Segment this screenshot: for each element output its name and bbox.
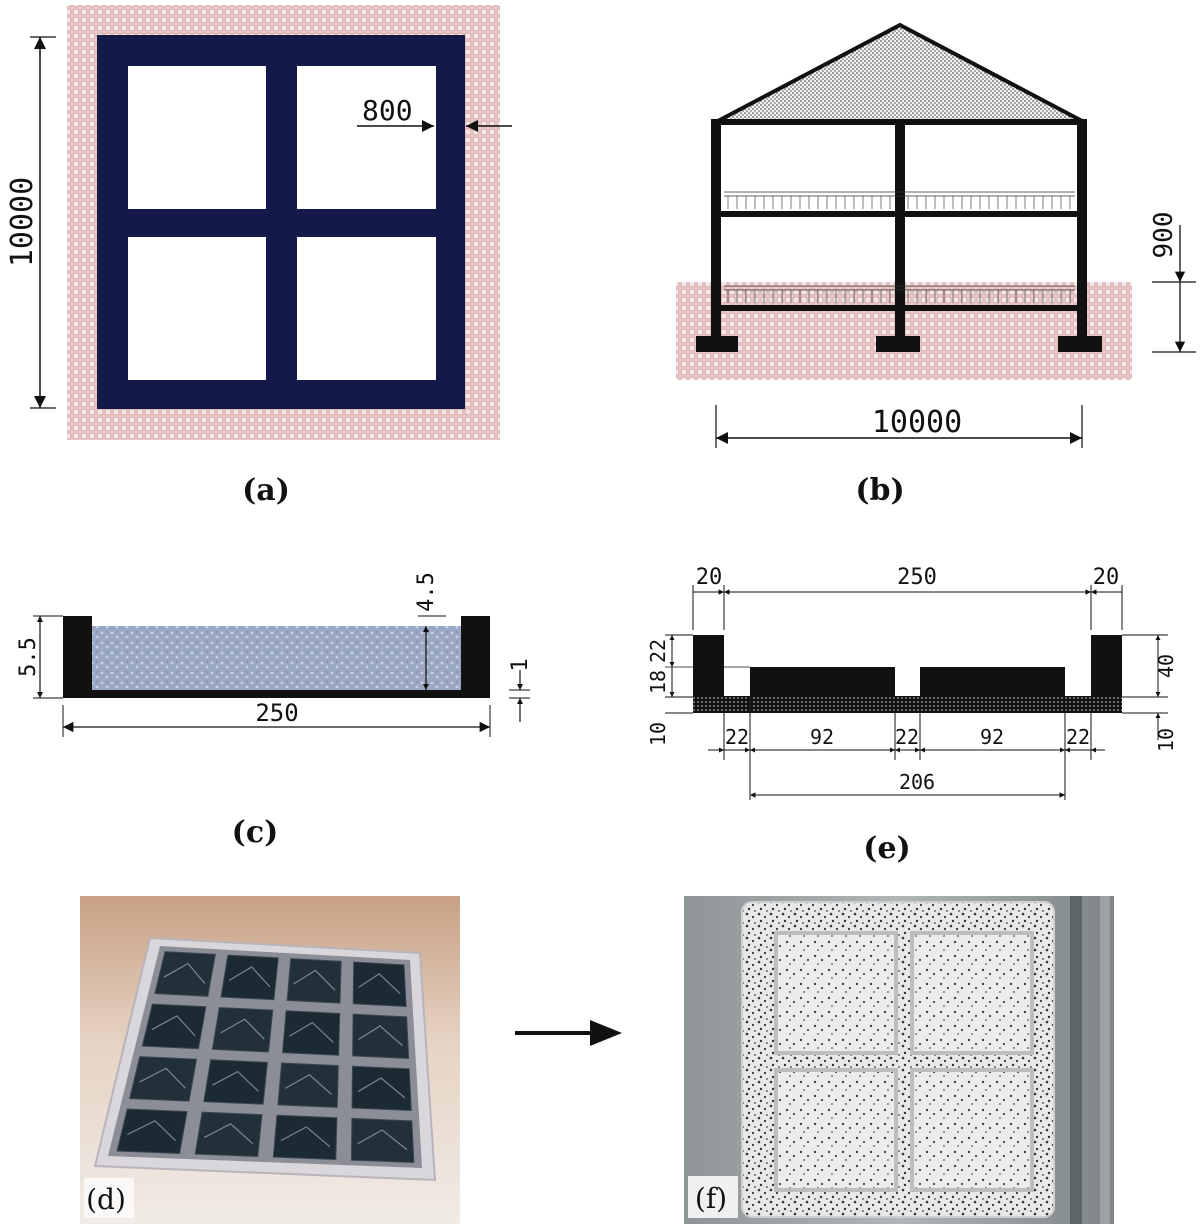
dim-e-b1: 22	[725, 725, 749, 749]
dim-wall-label: 800	[362, 94, 413, 127]
mold-cell	[116, 1108, 188, 1154]
panel-a: 10000 800 (a)	[5, 5, 512, 508]
panel-f-photo: (f)	[684, 896, 1114, 1224]
mold-cell	[141, 1003, 207, 1050]
dim-e-top-right: 20	[1093, 565, 1120, 590]
dim-e-l2: 18	[646, 670, 670, 694]
sample-cell-br	[910, 1068, 1034, 1192]
cell-reflection	[289, 1021, 334, 1043]
cell-reflection	[203, 1123, 254, 1145]
mold-cell	[154, 951, 216, 997]
panel-c: 250 5.5 4.5 1 (c)	[16, 572, 533, 850]
mold-cell	[352, 1013, 410, 1059]
sample-cell-tl	[774, 931, 898, 1055]
sample-cell-tr	[910, 931, 1034, 1055]
cell-reflection	[280, 1126, 331, 1148]
cell-reflection	[228, 966, 271, 988]
cell-reflection	[357, 1129, 408, 1151]
model-base	[63, 690, 490, 698]
dim-e-l3: 10	[646, 722, 670, 746]
mold-cell	[351, 1065, 412, 1112]
column-left	[711, 120, 721, 342]
mold-cell	[277, 1062, 339, 1108]
column-right	[1077, 120, 1087, 342]
cell-reflection	[220, 1018, 265, 1040]
caption-d: (d)	[86, 1183, 126, 1216]
cell-top-left	[128, 66, 266, 209]
model-wall-left	[63, 616, 92, 698]
e-block-right	[920, 667, 1065, 697]
e-wall-right	[1091, 635, 1122, 697]
cell-reflection	[284, 1074, 333, 1096]
caption-a: (a)	[242, 473, 290, 508]
dim-depth-label: 900	[1149, 212, 1179, 259]
cell-bottom-left	[128, 237, 266, 380]
upper-load	[724, 191, 1075, 197]
dim-e-l1: 22	[646, 639, 670, 663]
column-middle	[895, 120, 905, 342]
mold-cell	[286, 958, 342, 1004]
cell-reflection	[357, 1077, 406, 1099]
mold-cell	[220, 954, 279, 1001]
dim-e-top-left: 20	[696, 565, 723, 590]
dim-e-r1: 40	[1154, 654, 1178, 678]
dim-c-top: 4.5	[414, 572, 439, 612]
cell-bottom-right	[297, 237, 436, 380]
cell-reflection	[127, 1120, 177, 1142]
cell-reflection	[163, 962, 206, 984]
dim-e-r2: 10	[1154, 728, 1178, 752]
footing-middle	[876, 336, 920, 352]
dim-height-label: 10000	[5, 177, 40, 267]
dim-c-width: 250	[255, 699, 298, 727]
caption-c: (c)	[232, 815, 279, 850]
dim-e-total: 206	[899, 770, 935, 794]
process-arrow	[515, 1020, 622, 1046]
cell-reflection	[139, 1067, 186, 1089]
model-liquid	[92, 626, 461, 690]
mold-cell	[211, 1006, 274, 1053]
sample-cell-bl	[774, 1068, 898, 1192]
cell-reflection	[358, 973, 401, 995]
roof	[715, 22, 1085, 124]
caption-e: (e)	[863, 831, 910, 866]
roof-beam	[711, 119, 1087, 125]
mold-cell	[203, 1059, 268, 1105]
dim-e-top-mid: 250	[897, 565, 937, 590]
panel-b: 10000 900 (b)	[676, 22, 1196, 508]
mold-cell	[129, 1056, 198, 1102]
panel-e: 20 250 20 22 18 10 40 10	[646, 565, 1178, 866]
mold-cell	[350, 1117, 415, 1164]
cell-reflection	[151, 1015, 196, 1037]
lower-load	[724, 285, 1075, 291]
e-wall-left	[693, 635, 724, 697]
dim-width-label: 10000	[872, 405, 962, 440]
dim-e-b4: 92	[980, 725, 1004, 749]
mold-cell	[272, 1114, 338, 1161]
lower-slab	[711, 305, 1087, 311]
footing-left	[696, 336, 738, 352]
dim-e-b5: 22	[1066, 725, 1090, 749]
dim-e-b2: 92	[810, 725, 834, 749]
mold-cell	[281, 1010, 341, 1056]
cell-top-right	[297, 66, 436, 209]
cell-reflection	[293, 969, 336, 991]
model-wall-right	[461, 616, 490, 698]
cell-reflection	[212, 1070, 259, 1092]
mold-cells-d	[116, 951, 415, 1164]
upper-slab	[711, 211, 1087, 217]
dim-c-base: 1	[508, 658, 533, 671]
caption-b: (b)	[855, 473, 904, 508]
e-base	[693, 696, 1122, 713]
e-block-left	[750, 667, 895, 697]
caption-f: (f)	[695, 1182, 727, 1215]
dim-c-left: 5.5	[16, 637, 41, 677]
footing-right	[1058, 336, 1102, 352]
panel-d-photo: (d)	[80, 896, 460, 1224]
mold-cell	[194, 1111, 263, 1157]
mold-cell	[352, 961, 407, 1007]
dim-e-b3: 22	[895, 725, 919, 749]
load-arrows	[727, 196, 1071, 303]
cell-reflection	[357, 1025, 403, 1047]
